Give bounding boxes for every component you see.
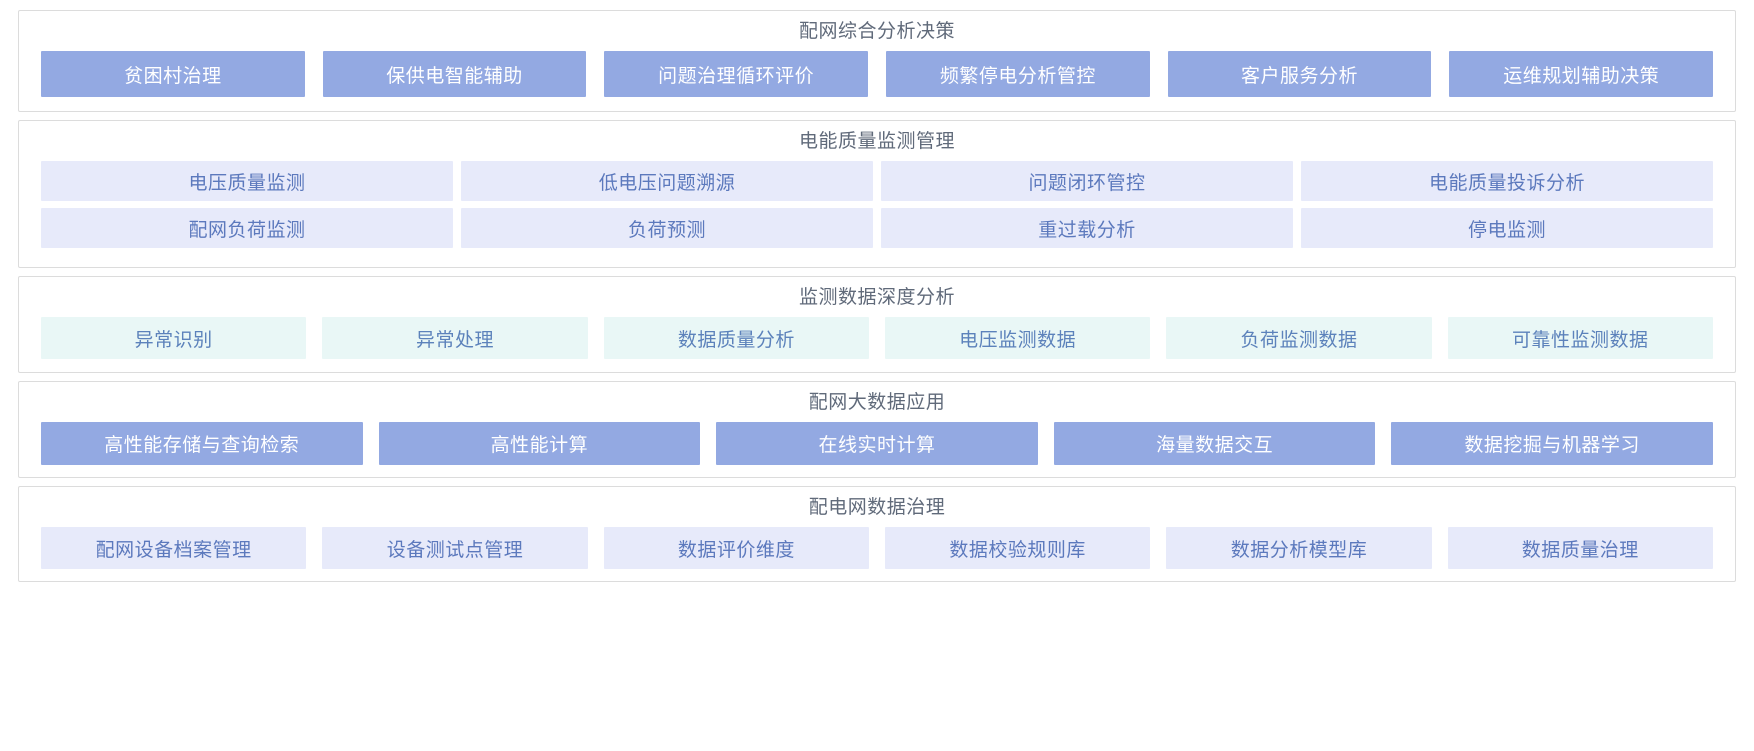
- panel-title-comprehensive-analysis-decision: 配网综合分析决策: [798, 21, 955, 42]
- panel-comprehensive-analysis-decision-row-1: 贫困村治理保供电智能辅助问题治理循环评价频繁停电分析管控客户服务分析运维规划辅助…: [41, 51, 1714, 97]
- panel-distribution-network-data-governance: 配电网数据治理配网设备档案管理设备测试点管理数据评价维度数据校验规则库数据分析模…: [18, 486, 1736, 582]
- tile-distribution-network-big-data-application-数据挖掘与机器学习[interactable]: 数据挖掘与机器学习: [1391, 422, 1713, 465]
- tile-comprehensive-analysis-decision-运维规划辅助决策[interactable]: 运维规划辅助决策: [1449, 51, 1714, 97]
- tile-comprehensive-analysis-decision-频繁停电分析管控[interactable]: 频繁停电分析管控: [886, 51, 1150, 97]
- tile-monitoring-data-deep-analysis-电压监测数据[interactable]: 电压监测数据: [884, 317, 1151, 359]
- tile-distribution-network-data-governance-数据评价维度[interactable]: 数据评价维度: [603, 527, 869, 569]
- tile-power-quality-monitoring-management-低电压问题溯源[interactable]: 低电压问题溯源: [461, 161, 873, 201]
- tile-distribution-network-big-data-application-高性能存储与查询检索[interactable]: 高性能存储与查询检索: [41, 422, 363, 465]
- tile-distribution-network-big-data-application-在线实时计算[interactable]: 在线实时计算: [716, 422, 1038, 465]
- tile-monitoring-data-deep-analysis-可靠性监测数据[interactable]: 可靠性监测数据: [1447, 317, 1713, 359]
- tile-power-quality-monitoring-management-电压质量监测[interactable]: 电压质量监测: [41, 161, 453, 201]
- panel-title-distribution-network-data-governance: 配电网数据治理: [808, 497, 946, 518]
- panel-power-quality-monitoring-management-row-2: 配网负荷监测负荷预测重过载分析停电监测: [41, 208, 1713, 248]
- tile-distribution-network-data-governance-配网设备档案管理[interactable]: 配网设备档案管理: [41, 527, 307, 569]
- panel-distribution-network-data-governance-row-1: 配网设备档案管理设备测试点管理数据评价维度数据校验规则库数据分析模型库数据质量治…: [41, 527, 1713, 569]
- panel-comprehensive-analysis-decision: 配网综合分析决策贫困村治理保供电智能辅助问题治理循环评价频繁停电分析管控客户服务…: [18, 10, 1736, 112]
- panel-title-monitoring-data-deep-analysis: 监测数据深度分析: [798, 287, 955, 308]
- tile-distribution-network-big-data-application-高性能计算[interactable]: 高性能计算: [378, 422, 701, 465]
- tile-power-quality-monitoring-management-电能质量投诉分析[interactable]: 电能质量投诉分析: [1301, 161, 1713, 201]
- tile-power-quality-monitoring-management-重过载分析[interactable]: 重过载分析: [881, 208, 1293, 248]
- tile-distribution-network-data-governance-数据质量治理[interactable]: 数据质量治理: [1447, 527, 1713, 569]
- tile-comprehensive-analysis-decision-保供电智能辅助[interactable]: 保供电智能辅助: [322, 51, 587, 97]
- tile-comprehensive-analysis-decision-贫困村治理[interactable]: 贫困村治理: [41, 51, 305, 97]
- tile-comprehensive-analysis-decision-客户服务分析[interactable]: 客户服务分析: [1167, 51, 1432, 97]
- panel-title-distribution-network-big-data-application: 配网大数据应用: [808, 392, 946, 413]
- panel-title-power-quality-monitoring-management: 电能质量监测管理: [798, 131, 955, 152]
- panel-monitoring-data-deep-analysis: 监测数据深度分析异常识别异常处理数据质量分析电压监测数据负荷监测数据可靠性监测数…: [18, 276, 1736, 373]
- panel-power-quality-monitoring-management-row-1: 电压质量监测低电压问题溯源问题闭环管控电能质量投诉分析: [41, 161, 1713, 201]
- tile-comprehensive-analysis-decision-问题治理循环评价[interactable]: 问题治理循环评价: [604, 51, 869, 97]
- panel-monitoring-data-deep-analysis-row-1: 异常识别异常处理数据质量分析电压监测数据负荷监测数据可靠性监测数据: [41, 317, 1713, 359]
- tile-distribution-network-data-governance-数据校验规则库[interactable]: 数据校验规则库: [884, 527, 1151, 569]
- tile-distribution-network-data-governance-数据分析模型库[interactable]: 数据分析模型库: [1166, 527, 1432, 569]
- tile-distribution-network-data-governance-设备测试点管理[interactable]: 设备测试点管理: [322, 527, 588, 569]
- panel-distribution-network-big-data-application: 配网大数据应用高性能存储与查询检索高性能计算在线实时计算海量数据交互数据挖掘与机…: [18, 381, 1736, 478]
- tile-monitoring-data-deep-analysis-数据质量分析[interactable]: 数据质量分析: [603, 317, 869, 359]
- tile-monitoring-data-deep-analysis-异常处理[interactable]: 异常处理: [322, 317, 588, 359]
- tile-monitoring-data-deep-analysis-异常识别[interactable]: 异常识别: [41, 317, 307, 359]
- tile-power-quality-monitoring-management-负荷预测[interactable]: 负荷预测: [461, 208, 873, 248]
- tile-power-quality-monitoring-management-配网负荷监测[interactable]: 配网负荷监测: [41, 208, 453, 248]
- tile-monitoring-data-deep-analysis-负荷监测数据[interactable]: 负荷监测数据: [1166, 317, 1432, 359]
- tile-power-quality-monitoring-management-问题闭环管控[interactable]: 问题闭环管控: [881, 161, 1293, 201]
- tile-power-quality-monitoring-management-停电监测[interactable]: 停电监测: [1301, 208, 1713, 248]
- tile-distribution-network-big-data-application-海量数据交互[interactable]: 海量数据交互: [1053, 422, 1376, 465]
- panel-distribution-network-big-data-application-row-1: 高性能存储与查询检索高性能计算在线实时计算海量数据交互数据挖掘与机器学习: [41, 422, 1713, 465]
- panel-power-quality-monitoring-management: 电能质量监测管理电压质量监测低电压问题溯源问题闭环管控电能质量投诉分析配网负荷监…: [18, 120, 1736, 268]
